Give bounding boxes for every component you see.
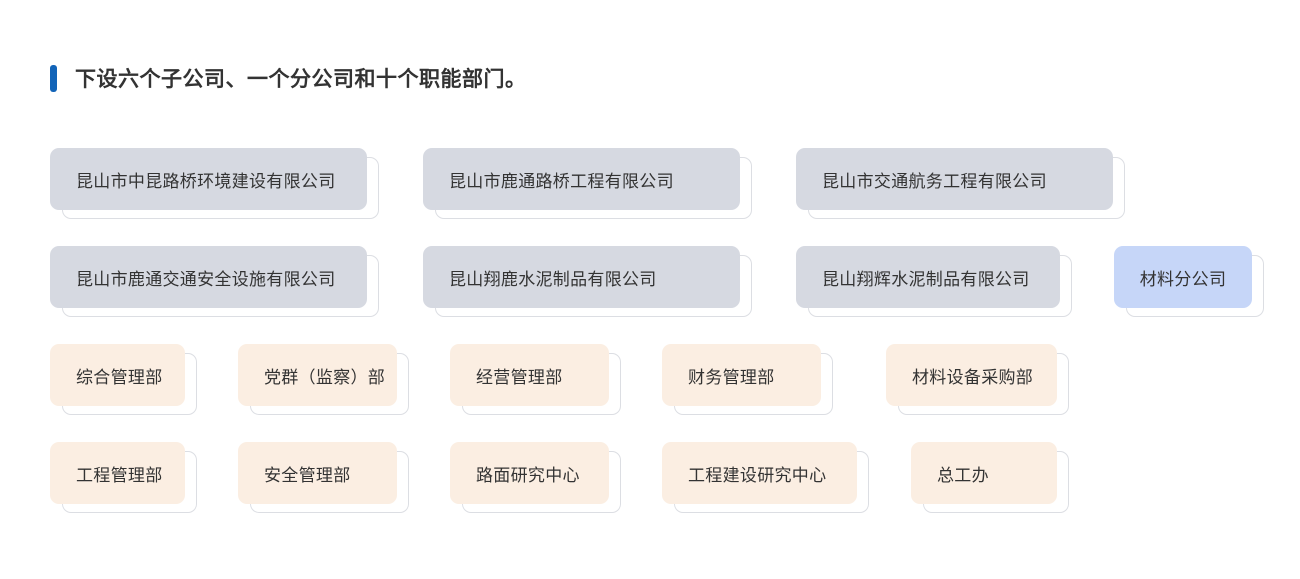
- department-name: 材料设备采购部: [886, 344, 1057, 406]
- company-card-safety-facilities[interactable]: 昆山市鹿通交通安全设施有限公司: [50, 246, 379, 317]
- department-name: 安全管理部: [238, 442, 397, 504]
- page-title: 下设六个子公司、一个分公司和十个职能部门。: [75, 67, 527, 91]
- company-name: 昆山市鹿通路桥工程有限公司: [423, 148, 740, 210]
- company-name: 昆山市中昆路桥环境建设有限公司: [50, 148, 367, 210]
- department-card-general[interactable]: 综合管理部: [50, 344, 197, 415]
- department-card-safety[interactable]: 安全管理部: [238, 442, 409, 513]
- section-heading: 下设六个子公司、一个分公司和十个职能部门。: [50, 64, 527, 92]
- company-card-xianghui-cement[interactable]: 昆山翔辉水泥制品有限公司: [796, 246, 1072, 317]
- company-card-lutong-bridge[interactable]: 昆山市鹿通路桥工程有限公司: [423, 148, 752, 219]
- department-card-construction-research[interactable]: 工程建设研究中心: [662, 442, 869, 513]
- company-name: 昆山翔鹿水泥制品有限公司: [423, 246, 740, 308]
- department-name: 财务管理部: [662, 344, 821, 406]
- department-card-chief-engineer-office[interactable]: 总工办: [911, 442, 1069, 513]
- department-name: 综合管理部: [50, 344, 185, 406]
- company-card-xianglu-cement[interactable]: 昆山翔鹿水泥制品有限公司: [423, 246, 752, 317]
- department-name: 党群（监察）部: [238, 344, 397, 406]
- department-card-business[interactable]: 经营管理部: [450, 344, 621, 415]
- company-card-zhongkun[interactable]: 昆山市中昆路桥环境建设有限公司: [50, 148, 379, 219]
- department-card-pavement-research[interactable]: 路面研究中心: [450, 442, 621, 513]
- department-card-finance[interactable]: 财务管理部: [662, 344, 833, 415]
- branch-name: 材料分公司: [1114, 246, 1252, 308]
- company-card-hangwu[interactable]: 昆山市交通航务工程有限公司: [796, 148, 1125, 219]
- company-name: 昆山市交通航务工程有限公司: [796, 148, 1113, 210]
- department-name: 工程管理部: [50, 442, 185, 504]
- department-name: 路面研究中心: [450, 442, 609, 504]
- company-name: 昆山市鹿通交通安全设施有限公司: [50, 246, 367, 308]
- department-name: 经营管理部: [450, 344, 609, 406]
- department-card-party[interactable]: 党群（监察）部: [238, 344, 409, 415]
- department-name: 总工办: [911, 442, 1057, 504]
- department-card-procurement[interactable]: 材料设备采购部: [886, 344, 1069, 415]
- department-name: 工程建设研究中心: [662, 442, 857, 504]
- branch-card-materials[interactable]: 材料分公司: [1114, 246, 1264, 317]
- company-name: 昆山翔辉水泥制品有限公司: [796, 246, 1060, 308]
- heading-accent-bar: [50, 64, 57, 92]
- department-card-engineering[interactable]: 工程管理部: [50, 442, 197, 513]
